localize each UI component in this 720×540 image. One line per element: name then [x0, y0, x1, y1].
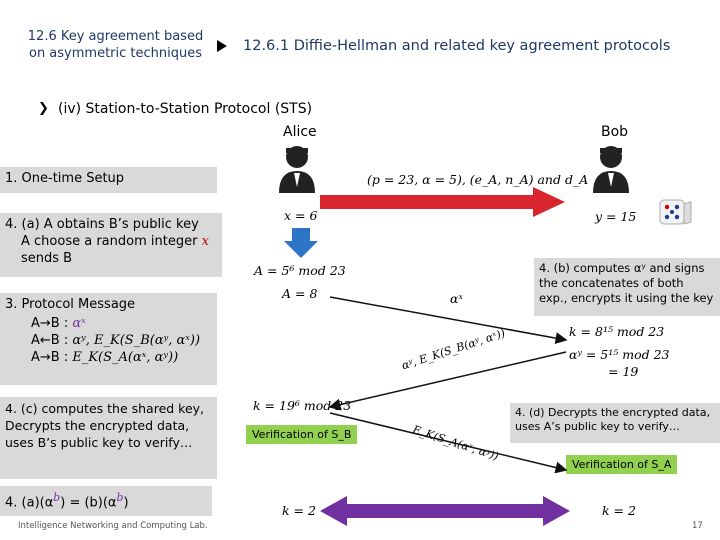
step-3-m2-val: αʸ, E_K(S_B(αʸ, αˣ)) [72, 333, 201, 348]
shared-key-arrow [320, 496, 570, 526]
alice-k-final: k = 2 [282, 503, 316, 518]
step-4a-bottom-end: ) [123, 495, 129, 511]
step-4c-text: 4. (c) computes the shared key, Decrypts… [5, 401, 205, 450]
step-4a-var: x [201, 234, 209, 249]
person-icon [593, 146, 629, 193]
setup-arrow [320, 187, 565, 217]
step-3-title: 3. Protocol Message [5, 297, 136, 312]
page-number: 17 [692, 521, 703, 531]
step-4a-bottom-mid: ) = (b)(α [60, 495, 117, 511]
person-icon [279, 146, 315, 193]
dice-icon [659, 199, 692, 225]
compute-down-arrow [284, 228, 318, 258]
alice-A: A = 5⁶ mod 23 [254, 263, 346, 278]
msg1-arrow [329, 296, 568, 345]
step-label: 1. One-time Setup [5, 171, 125, 186]
step-4a-bottom-exp2: b [116, 491, 124, 504]
alice-x: x = 6 [284, 208, 318, 223]
step-4d-text: 4. (d) Decrypts the encrypted data, uses… [515, 406, 711, 433]
alice-A-value: A = 8 [282, 286, 318, 301]
msg1-label: αˣ [450, 291, 463, 306]
section-title-left: 12.6 Key agreement based on asymmetric t… [27, 29, 204, 61]
bob-label: Bob [601, 124, 629, 140]
bob-k-final: k = 2 [602, 503, 636, 518]
step-4c-box: 4. (c) computes the shared key, Decrypts… [0, 397, 217, 479]
step-3-m1-dir: A→B : [31, 316, 69, 331]
protocol-subtitle: (iv) Station-to-Station Protocol (STS) [58, 101, 313, 117]
bob-alpha-y: αʸ = 5¹⁵ mod 23 [569, 347, 670, 362]
step-4a-box: 4. (a) A obtains B’s public key A choose… [0, 213, 222, 277]
step-4a-line3: sends B [21, 251, 73, 266]
bob-k: k = 8¹⁵ mod 23 [569, 324, 665, 339]
msg3-arrow [329, 412, 568, 474]
step-4a-line2: A choose a random integer [21, 234, 198, 249]
step-3-m2-dir: A←B : [31, 333, 69, 348]
step-3-m1-val: αˣ [72, 316, 86, 331]
msg2-arrow [328, 351, 567, 411]
step-4a-bottom-start: 4. (a)(α [5, 495, 54, 511]
step-3-box: 3. Protocol Message A→B : αˣ A←B : αʸ, E… [0, 293, 217, 385]
alice-k: k = 19⁶ mod 23 [253, 398, 352, 413]
bob-y: y = 15 [595, 209, 637, 224]
step-4b-box: 4. (b) computes αʸ and signs the concate… [534, 258, 720, 316]
setup-params: (p = 23, α = 5), (e_A, n_A) and d_A [367, 172, 589, 187]
alice-label: Alice [283, 124, 317, 140]
step-4a-bottom-box: 4. (a)(αb) = (b)(αb) [0, 486, 212, 516]
step-4a-bottom-exp: b [53, 491, 61, 504]
footer-org: Intelligence Networking and Computing La… [18, 521, 208, 531]
step-4a-line1: 4. (a) A obtains B’s public key [5, 217, 199, 232]
step-3-m3-dir: A→B : [31, 350, 69, 365]
section-title-right: 12.6.1 Diffie-Hellman and related key ag… [243, 38, 671, 54]
verification-sa-badge: Verification of S_A [566, 455, 678, 474]
step-4b-text: 4. (b) computes αʸ and signs the concate… [539, 261, 714, 305]
triangle-bullet-icon [217, 40, 227, 52]
step-one-time-setup: 1. One-time Setup [0, 167, 217, 193]
step-3-m3-val: E_K(S_A(αˣ, αʸ)) [72, 350, 179, 365]
chevron-right-icon: ❯ [38, 101, 49, 116]
step-4d-box: 4. (d) Decrypts the encrypted data, uses… [510, 403, 720, 443]
verification-sb-badge: Verification of S_B [246, 425, 358, 444]
bob-alpha-y-value: = 19 [608, 364, 639, 379]
